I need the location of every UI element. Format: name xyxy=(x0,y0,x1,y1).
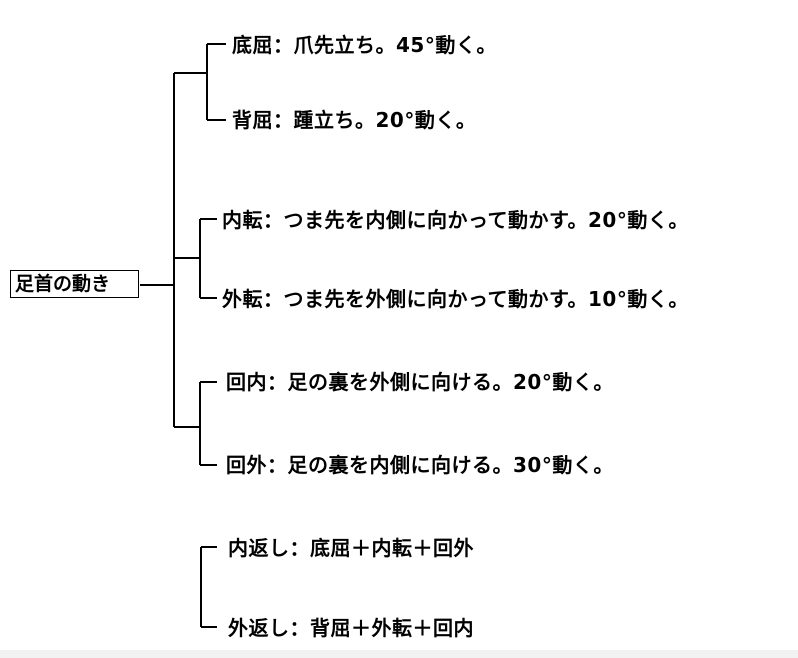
bottom-edge-strip xyxy=(0,650,798,658)
adduction-label: 内転：つま先を内側に向かって動かす。20°動く。 xyxy=(222,208,689,232)
dorsiflexion-label: 背屈：踵立ち。20°動く。 xyxy=(232,108,477,132)
root-node-box xyxy=(10,270,139,298)
root-node-label: 足首の動き xyxy=(15,273,111,295)
inversion-label: 内返し：底屈＋内転＋回外 xyxy=(228,536,474,560)
abduction-label: 外転：つま先を外側に向かって動かす。10°動く。 xyxy=(222,287,689,311)
plantar-flexion-label: 底屈：爪先立ち。45°動く。 xyxy=(232,33,497,57)
supination-label: 回外：足の裏を内側に向ける。30°動く。 xyxy=(226,453,614,477)
pronation-label: 回内：足の裏を外側に向ける。20°動く。 xyxy=(226,370,614,394)
eversion-label: 外返し：背屈＋外転＋回内 xyxy=(228,616,474,640)
